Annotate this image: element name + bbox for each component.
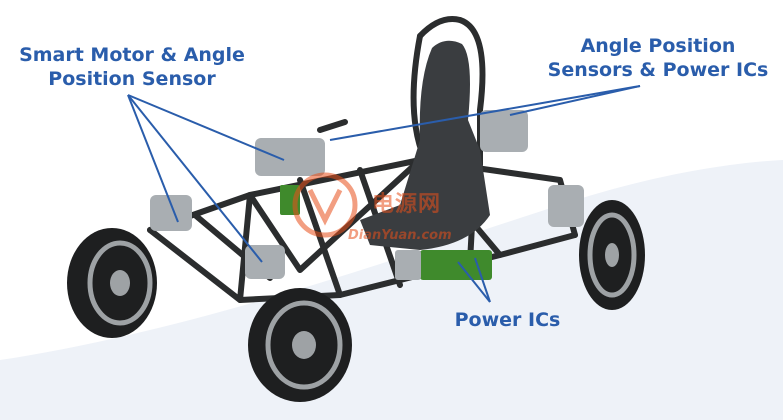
watermark-chinese: 电源网 xyxy=(372,192,442,217)
label-angle-sensors-line-1: Angle Position xyxy=(580,35,736,57)
motor-housings xyxy=(150,110,584,280)
wheel-rear-right xyxy=(579,200,645,310)
label-smart-motor-line-1: Smart Motor & Angle xyxy=(19,44,245,66)
label-smart-motor: Smart Motor & Angle Position Sensor xyxy=(8,43,256,91)
callout-line-angle-2 xyxy=(509,85,641,116)
callout-line-smart-3 xyxy=(127,94,263,263)
label-smart-motor-line-2: Position Sensor xyxy=(48,68,216,90)
callout-line-power-2 xyxy=(474,257,491,303)
callout-line-smart-1 xyxy=(127,94,285,161)
callout-line-angle-1 xyxy=(329,85,641,141)
watermark-logo-icon xyxy=(292,172,358,238)
callout-lines xyxy=(127,85,641,303)
label-angle-sensors: Angle Position Sensors & Power ICs xyxy=(528,34,783,82)
label-angle-sensors-line-2: Sensors & Power ICs xyxy=(547,59,769,81)
wheel-front xyxy=(248,288,352,402)
label-power-ics: Power ICs xyxy=(440,308,575,332)
wheel-rear-left xyxy=(67,228,157,338)
power-board-main xyxy=(420,250,492,280)
callout-line-power-1 xyxy=(457,261,491,303)
seat xyxy=(360,40,490,250)
callout-line-smart-2 xyxy=(127,94,179,223)
label-power-ics-line-1: Power ICs xyxy=(454,309,561,331)
watermark-latin: DianYuan.com xyxy=(348,228,452,243)
